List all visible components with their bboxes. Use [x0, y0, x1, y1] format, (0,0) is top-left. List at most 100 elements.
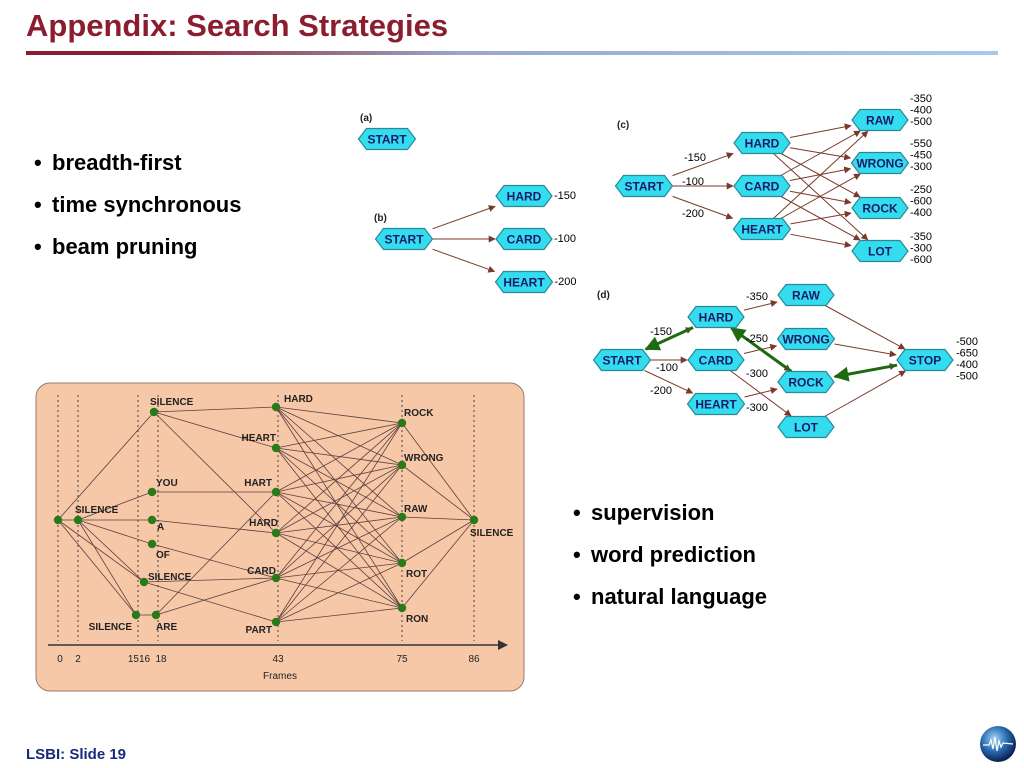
diagram-d-raw-node-label: RAW [792, 289, 821, 303]
trellis-node-of [147, 539, 157, 549]
diagram-c-start-node [614, 174, 674, 198]
diagram-c-start-node-label: START [624, 180, 664, 194]
trellis-edge-card-wrong [275, 464, 403, 579]
trellis-node-are [151, 610, 161, 620]
trellis-label-are: ARE [156, 622, 177, 633]
trellis-edge-card-rot [275, 562, 403, 579]
diagram-d-stop-score-1: -650 [956, 348, 978, 360]
trellis-node-sil_end [469, 515, 479, 525]
diagram-c-hard-node-label: HARD [745, 137, 780, 151]
trellis-edge-card-ron [275, 577, 403, 609]
diagram-b-card-node-label: CARD [507, 233, 542, 247]
trellis-node-hart [271, 487, 281, 497]
trellis-edge-hard2-rot [275, 532, 403, 564]
trellis-label-hard1: HARD [284, 394, 313, 405]
diagram-b-hard-node-label: HARD [507, 190, 542, 204]
trellis-label-sil_top: SILENCE [150, 397, 194, 408]
trellis-label-rot: ROT [406, 569, 427, 580]
trellis-node-ron [397, 603, 407, 613]
diagram-d-rock-node [777, 370, 835, 394]
trellis-edge-rock-sil_end [401, 422, 475, 521]
trellis-xlabel: Frames [263, 671, 297, 682]
trellis-edge-s1-sil_low [77, 519, 137, 616]
trellis-node-s1 [73, 515, 83, 525]
trellis-edge-s0-sil_top [57, 411, 155, 521]
trellis-edge-are-hart [155, 491, 277, 616]
diagram-b-start-node-label: START [384, 233, 424, 247]
trellis-label-you: YOU [156, 478, 178, 489]
diagram-c-node-score-2-2: -400 [910, 207, 932, 219]
diagram-d-edge-score-2: -200 [650, 385, 672, 397]
trellis-edge-s0-sil_low [57, 519, 137, 616]
trellis-tick-1: 2 [75, 654, 81, 665]
diagram-d-label: (d) [597, 290, 610, 301]
trellis-node-hard1 [271, 402, 281, 412]
trellis-edge-hart-ron [275, 491, 403, 609]
diagram-c-node-score-2-0: -250 [910, 184, 932, 196]
diagram-c-raw-node [851, 108, 909, 132]
trellis-node-rock [397, 418, 407, 428]
diagram-d-edge-score-0: -150 [650, 326, 672, 338]
trellis-label-hard2: HARD [249, 518, 278, 529]
diagram-c-card-node [733, 174, 791, 198]
diagram-c-edge-score-0: -150 [684, 152, 706, 164]
diagram-d-edge-raw-stop [824, 305, 906, 350]
trellis-edge-ron-sil_end [401, 519, 475, 609]
trellis-label-wrong: WRONG [404, 453, 444, 464]
diagram-d-best-hard-start [644, 326, 694, 351]
trellis-label-heart: HEART [242, 433, 276, 444]
diagram-c-node-score-2-1: -600 [910, 196, 932, 208]
diagram-c-lot-node [851, 239, 909, 263]
trellis-edge-hard1-rot [275, 406, 403, 564]
diagram-d-stop-node [896, 348, 954, 372]
diagram-d-wrong-node [776, 327, 836, 351]
diagram-d-heart-node [686, 392, 746, 416]
trellis-node-sil_top [149, 407, 159, 417]
trellis-edge-are-card [155, 577, 277, 616]
diagram-d-edge-start-heart [644, 370, 694, 394]
trellis-edge-heart-ron [275, 447, 403, 609]
trellis-edge-card-rock [275, 422, 403, 579]
diagram-d-edge-score-3: -350 [746, 291, 768, 303]
diagram-c-card-node-label: CARD [745, 180, 780, 194]
diagram-c-label: (c) [617, 120, 629, 131]
diagram-d-edge-wrong-stop [834, 343, 897, 358]
diagram-b-card-score: -100 [554, 233, 576, 245]
bullet-supervision: supervision [573, 500, 767, 542]
trellis-time-axis-arrowhead [498, 640, 508, 650]
diagram-c-wrong-node [850, 151, 910, 175]
trellis-node-rot [397, 558, 407, 568]
trellis-node-part [271, 617, 281, 627]
bullet-word-prediction: word prediction [573, 542, 767, 584]
diagram-c-edge-heart-raw [773, 130, 869, 219]
diagram-c-heart-node-label: HEART [741, 223, 783, 237]
diagram-d-edge-score-6: -300 [746, 402, 768, 414]
trellis-label-hart: HART [244, 478, 272, 489]
diagram-c-edge-hard-raw [789, 123, 852, 139]
diagram-d-edge-score-1: -100 [656, 362, 678, 374]
diagram-c-node-score-0-1: -400 [910, 105, 932, 117]
trellis-label-rock: ROCK [404, 408, 434, 419]
diagram-d-edge-hard-raw [743, 300, 778, 311]
diagram-d-edge-score-4: -250 [746, 333, 768, 345]
trellis-edge-raw-sil_end [401, 516, 475, 521]
diagram-d-wrong-node-label: WRONG [782, 333, 829, 347]
diagram-d-start-node-label: START [602, 354, 642, 368]
trellis-node-sil_low [131, 610, 141, 620]
trellis-edge-heart-wrong [275, 447, 403, 466]
diagram-b-hard-node [495, 184, 553, 208]
diagram-c-edge-heart-lot [790, 233, 852, 248]
trellis-edge-a-hard2 [151, 519, 277, 534]
trellis-edge-s1-sil_mid [77, 519, 145, 583]
diagram-d-stop-score-3: -500 [956, 371, 978, 383]
trellis-node-a [147, 515, 157, 525]
trellis-tick-6: 86 [468, 654, 480, 665]
diagram-c-edge-start-heart [672, 195, 734, 220]
trellis-label-ron: RON [406, 614, 428, 625]
trellis-edge-hard1-wrong [275, 406, 403, 466]
diagram-c-edge-card-rock [789, 190, 852, 205]
diagram-d-rock-node-label: ROCK [788, 376, 824, 390]
diagram-c-edge-heart-rock [790, 210, 852, 225]
diagram-c-node-score-3-0: -350 [910, 231, 932, 243]
diagram-c-lot-node-label: LOT [868, 245, 893, 259]
